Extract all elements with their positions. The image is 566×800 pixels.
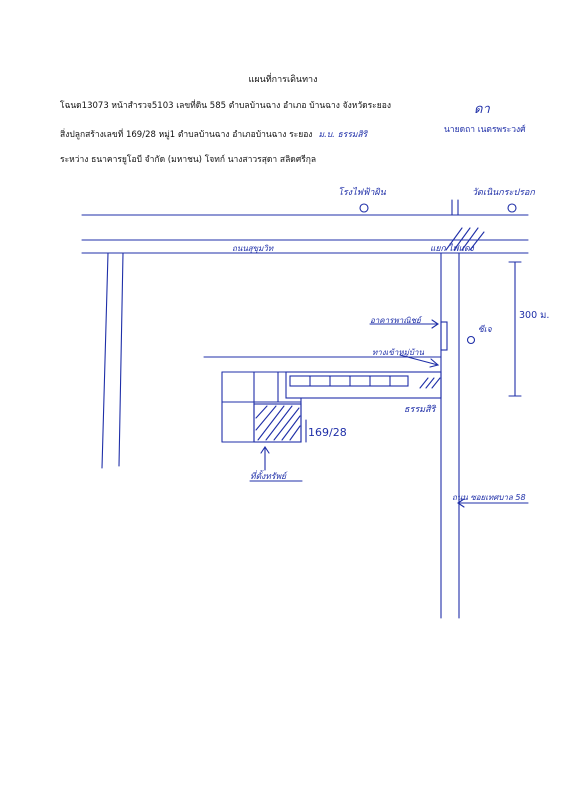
village-handwritten: ม.บ. ธรรมสิริ [318,130,368,140]
target-plot [253,403,302,443]
intersection-label: แยก ไฟแดง [430,244,474,254]
landmark-right-marker [507,203,517,213]
lot-number-label: 169/28 [308,426,347,439]
soi-road-label: ถนน ซอยเทศบาล 58 [452,493,526,502]
landmark-right-label: วัดเนินกระปรอก [472,188,535,198]
building-label: อาคารพาณิชย์ [370,316,421,325]
signature-name: นายดถา เนตรพระวงศ์ [444,125,526,135]
village-label: ธรรมสิริ [404,405,436,415]
landmark-left-marker [359,203,369,213]
access-arrow [399,354,439,366]
case-parties-line: ระหว่าง ธนาคารยูโอบี จำกัด (มหาชน) โจทก์… [60,155,317,165]
landmark-left-label: โรงไฟฟ้าผิน [338,188,386,198]
building-info-text: สิ่งปลูกสร้างเลขที่ 169/28 หมู่1 ตำบลบ้า… [60,130,313,140]
page-title: แผนที่การเดินทาง [248,75,318,85]
school-label: ซีเจ [478,325,492,335]
left-road-edge [101,252,109,469]
school-marker [466,335,476,345]
left-road-edge [118,252,124,467]
building-info-line: สิ่งปลูกสร้างเลขที่ 169/28 หมู่1 ตำบลบ้า… [60,127,367,141]
deed-info-line: โฉนด13073 หน้าสำรวจ5103 เลขที่ดิน 585 ตำ… [60,101,391,111]
signature-initial: ดา [474,102,490,117]
distance-label: 300 ม. [519,310,550,321]
target-property-label: ที่ตั้งทรัพย์ [250,472,287,482]
access-road-label: ทางเข้าหมู่บ้าน [372,348,424,357]
shophouse-row [285,371,442,399]
main-road-label: ถนนสุขุมวิท [232,244,274,253]
